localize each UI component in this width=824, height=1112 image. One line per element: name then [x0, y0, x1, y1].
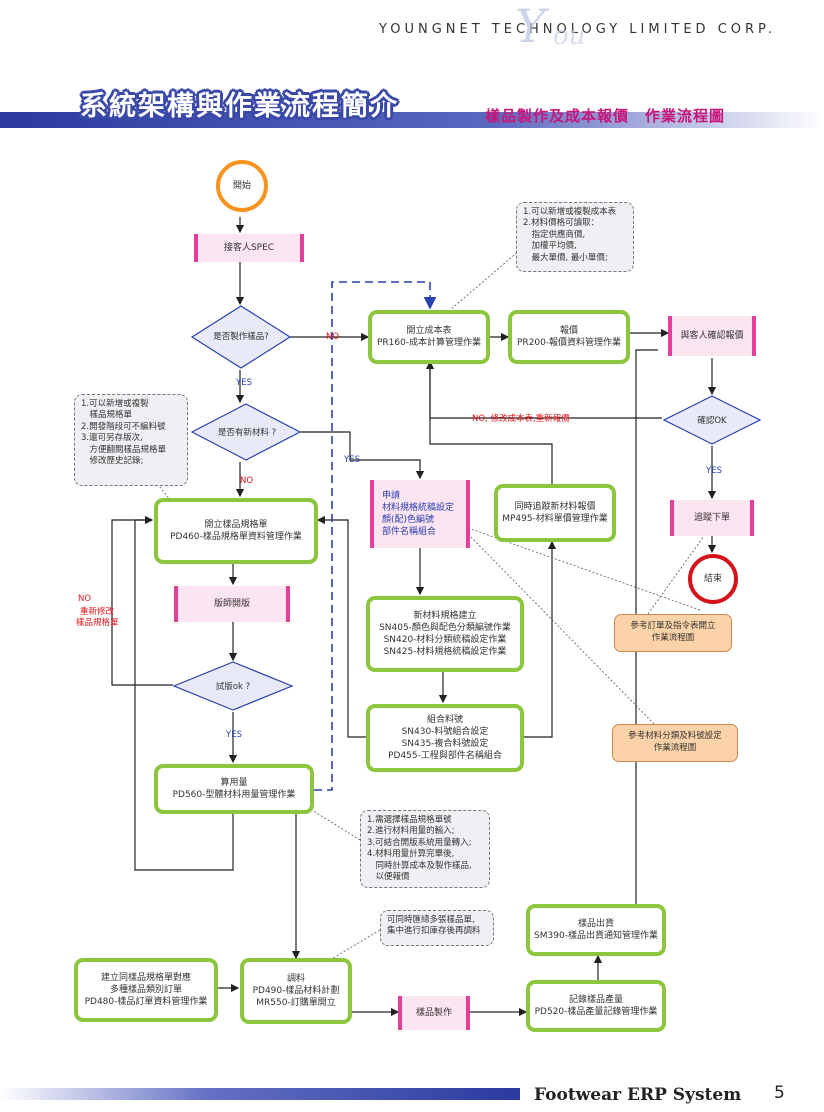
combine-material-l1: SN430-料號組合設定	[401, 726, 489, 737]
new-material-spec-l3: SN425-材料規格統稿設定作業	[383, 647, 507, 658]
track-price-sub: MP495-材料單價管理作業	[502, 514, 608, 524]
track-price-node: 同時追蹤新材料報價 MP495-材料單價管理作業	[494, 484, 616, 542]
new-material-spec-l2: SN420-材料分類統稿設定作業	[383, 635, 507, 645]
confirm-ok-label: 確認OK	[697, 416, 727, 426]
page-number: 5	[774, 1083, 785, 1103]
no-label-3: NO	[78, 594, 92, 604]
sample-ship-sub: SM390-樣品出貨通知管理作業	[534, 931, 658, 941]
apply-material-line4: 部件名稱組合	[382, 527, 437, 538]
redo-label: 重新修改	[80, 607, 115, 617]
no-modify-label: NO, 修改成本表,重新報價	[472, 414, 570, 424]
build-order-node: 建立同樣品規格單對應 多種樣品類別訂單 PD480-樣品訂單資料管理作業	[74, 958, 218, 1022]
master-pattern-label: 版師開版	[213, 598, 250, 609]
yes-label-2: YES	[344, 455, 360, 465]
calc-usage-sub: PD560-型體材料用量管理作業	[172, 790, 296, 800]
material-ref-l2: 作業流程圖	[653, 743, 697, 753]
receive-spec-label: 接客人SPEC	[223, 242, 275, 253]
material-ref-note: 參考材料分類及料號設定 作業流程圖	[612, 724, 738, 762]
apply-material-line3: 顏(配)色編號	[382, 515, 435, 525]
place-order-label: 追蹤下單	[693, 512, 730, 523]
combine-material-node: 組合料號 SN430-料號組合設定 SN435-複合料號設定 PD455-工程與…	[366, 704, 524, 772]
quote-sub: PR200-報價資料管理作業	[516, 338, 622, 348]
receive-spec-node: 接客人SPEC	[194, 234, 304, 262]
redo-label-2: 樣品規格單	[76, 618, 119, 628]
is-make-sample-diamond	[190, 305, 292, 369]
sample-make-node: 樣品製作	[398, 996, 470, 1030]
order-ref-l1: 參考訂單及指令表開立	[630, 621, 716, 632]
allocate-title: 調料	[286, 973, 305, 984]
usage-note: 1.需選擇樣品規格單號 2.進行材料用量的輸入; 3.可結合開版系統用量轉入; …	[360, 810, 490, 888]
combine-material-l3: PD455-工程與部件名稱組合	[388, 751, 502, 762]
company-name: YOUNGNET TECHNOLOGY LIMITED CORP.	[379, 22, 776, 37]
allocate-node: 調料 PD490-樣品材料計劃 MR550-訂購單開立	[240, 958, 352, 1024]
sample-make-label: 樣品製作	[415, 1007, 452, 1018]
combine-material-title: 組合料號	[426, 714, 463, 725]
no-label-1: NO	[326, 332, 340, 342]
end-label: 結束	[703, 573, 722, 584]
allocate-l2: MR550-訂購單開立	[256, 998, 336, 1009]
place-order-node: 追蹤下單	[670, 500, 754, 536]
yes-label-4: YES	[706, 466, 722, 476]
youngnet-logo-watermark: Y ou	[515, 0, 585, 53]
track-price-title: 同時追蹤新材料報價	[514, 501, 596, 512]
cost-sheet-title: 開立成本表	[406, 325, 452, 336]
calc-usage-node: 算用量 PD560-型體材料用量管理作業	[154, 764, 314, 814]
sample-ok-label: 試版ok ?	[215, 682, 251, 692]
sample-ok-diamond	[172, 661, 294, 711]
material-ref-l1: 參考材料分類及料號設定	[628, 731, 722, 742]
start-node: 開始	[216, 160, 268, 212]
allocate-l1: PD490-樣品材料計劃	[252, 985, 340, 996]
open-spec-sub: PD460-樣品規格單資料管理作業	[170, 532, 302, 542]
no-label-2: NO	[240, 476, 254, 486]
new-material-spec-node: 新材料規格建立 SN405-顏色與配色分類編號作業 SN420-材料分類統稿設定…	[366, 596, 524, 672]
new-material-spec-l1: SN405-顏色與配色分類編號作業	[379, 622, 511, 633]
apply-material-line1: 申請	[382, 490, 401, 501]
build-order-l3: PD480-樣品訂單資料管理作業	[84, 997, 208, 1008]
page-subtitle: 樣品製作及成本報價 作業流程圖	[485, 107, 726, 125]
quote-title: 報價	[559, 325, 578, 336]
yes-label-3: YES	[226, 730, 242, 740]
page-title: 系統架構與作業流程簡介	[80, 91, 399, 122]
confirm-ok-diamond	[662, 395, 762, 445]
record-qty-sub: PD520-樣品產量記錄管理作業	[534, 1007, 658, 1017]
apply-material-line2: 材料規格統稿設定	[382, 502, 455, 513]
apply-material-node: 申請 材料規格統稿設定 顏(配)色編號 部件名稱組合	[370, 480, 470, 548]
sample-ship-node: 樣品出貨 SM390-樣品出貨通知管理作業	[526, 904, 666, 956]
build-order-l1: 建立同樣品規格單對應	[100, 972, 191, 983]
customer-confirm-label: 與客人確認報價	[680, 330, 744, 341]
master-pattern-node: 版師開版	[174, 586, 290, 622]
title-banner-bar	[0, 112, 824, 128]
sample-ship-title: 樣品出貨	[577, 918, 614, 929]
footer-system: Footwear ERP System	[534, 1085, 742, 1105]
new-material-spec-title: 新材料規格建立	[413, 610, 477, 621]
combine-material-l2: SN435-複合料號設定	[401, 739, 489, 749]
yes-label-1: YES	[236, 378, 252, 388]
open-spec-title: 開立樣品規格單	[204, 519, 268, 530]
start-label: 開始	[232, 180, 251, 191]
batch-note: 可同時匯總多張樣品單, 集中進行扣庫存後再調料	[380, 910, 494, 946]
order-ref-note: 參考訂單及指令表開立 作業流程圖	[614, 614, 732, 652]
build-order-l2: 多種樣品類別訂單	[109, 984, 182, 995]
is-new-material-label: 是否有新材料 ?	[217, 428, 277, 438]
svg-text:Y: Y	[515, 0, 550, 53]
calc-usage-title: 算用量	[220, 777, 248, 788]
cost-sheet-sub: PR160-成本計算管理作業	[376, 338, 482, 348]
is-new-material-diamond	[190, 403, 302, 461]
record-qty-node: 記錄樣品產量 PD520-樣品產量記錄管理作業	[526, 980, 666, 1032]
end-node: 結束	[688, 554, 738, 604]
order-ref-l2: 作業流程圖	[651, 633, 695, 643]
quote-node: 報價 PR200-報價資料管理作業	[508, 310, 630, 364]
footer-bar	[0, 1088, 520, 1100]
record-qty-title: 記錄樣品產量	[568, 994, 623, 1005]
customer-confirm-node: 與客人確認報價	[668, 316, 756, 356]
is-make-sample-label: 是否製作樣品?	[213, 332, 269, 342]
cost-note: 1.可以新增或複製成本表 2.材料價格可讀取： 指定供應商價, 加權平均價, 最…	[516, 202, 634, 272]
open-spec-node: 開立樣品規格單 PD460-樣品規格單資料管理作業	[154, 498, 318, 564]
spec-note: 1.可以新增或複製 樣品規格單 2.開發階段可不編料號 3.還可另存版次, 方便…	[74, 394, 188, 486]
cost-sheet-node: 開立成本表 PR160-成本計算管理作業	[368, 310, 490, 364]
svg-text:ou: ou	[553, 21, 585, 51]
